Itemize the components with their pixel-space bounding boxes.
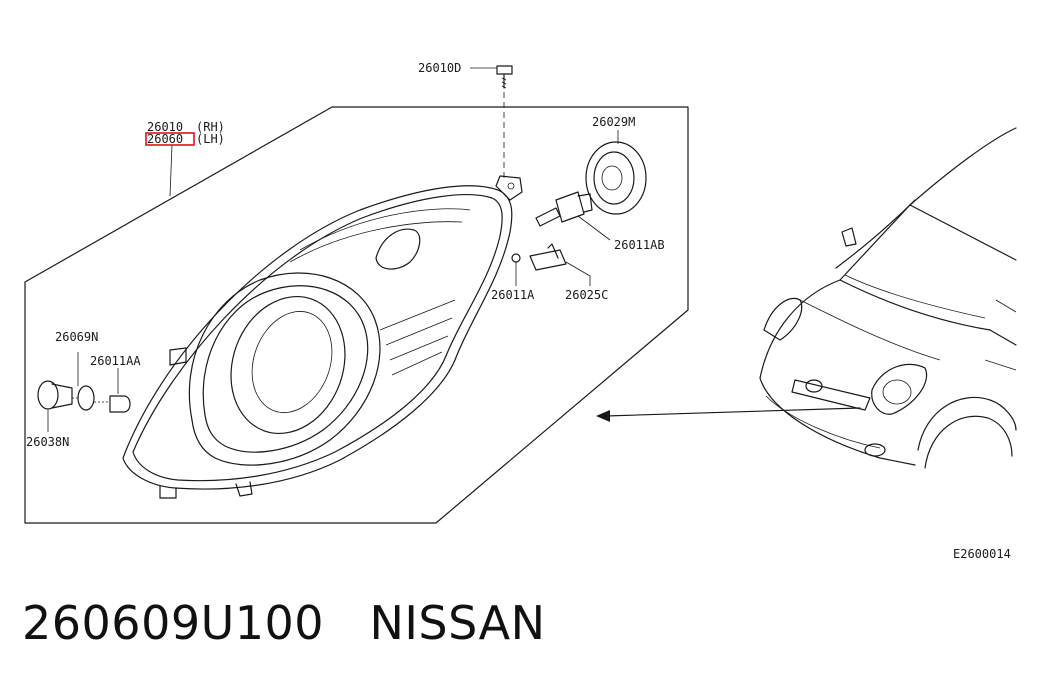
diagram-code: E2600014 [953, 547, 1011, 561]
side-bulb-label: 26011AA [90, 354, 141, 368]
small-bulb-label: 26011A [491, 288, 535, 302]
part-caption: 260609U100 NISSAN [22, 596, 546, 650]
part-number: 260609U100 [22, 596, 325, 650]
small-bulb-part [511, 253, 521, 286]
side-socket-label: 26038N [26, 435, 69, 449]
lh-highlight-box [145, 132, 195, 146]
headlamp-housing [122, 175, 523, 499]
bolt-label: 26010D [418, 61, 461, 75]
side-bulb-part [94, 368, 131, 413]
socket-cover-part [585, 130, 647, 215]
main-bulb-part [535, 191, 611, 241]
small-socket-label: 26025C [565, 288, 608, 302]
gasket-part [72, 352, 95, 411]
rh-side-label: (RH) [196, 120, 225, 134]
socket-cover-label: 26029M [592, 115, 635, 129]
assembly-frame [24, 106, 689, 524]
rh-part-label: 26010 [147, 120, 183, 134]
brand-name: NISSAN [369, 596, 546, 650]
lh-side-label: (LH) [196, 132, 225, 146]
bolt-part [470, 65, 513, 178]
small-socket-part [529, 243, 591, 286]
gasket-label: 26069N [55, 330, 98, 344]
lh-part-label: 26060 [147, 132, 183, 146]
location-arrow [596, 407, 861, 422]
main-bulb-label: 26011AB [614, 238, 665, 252]
side-socket-part [37, 380, 73, 432]
vehicle-front-illustration [759, 127, 1017, 469]
